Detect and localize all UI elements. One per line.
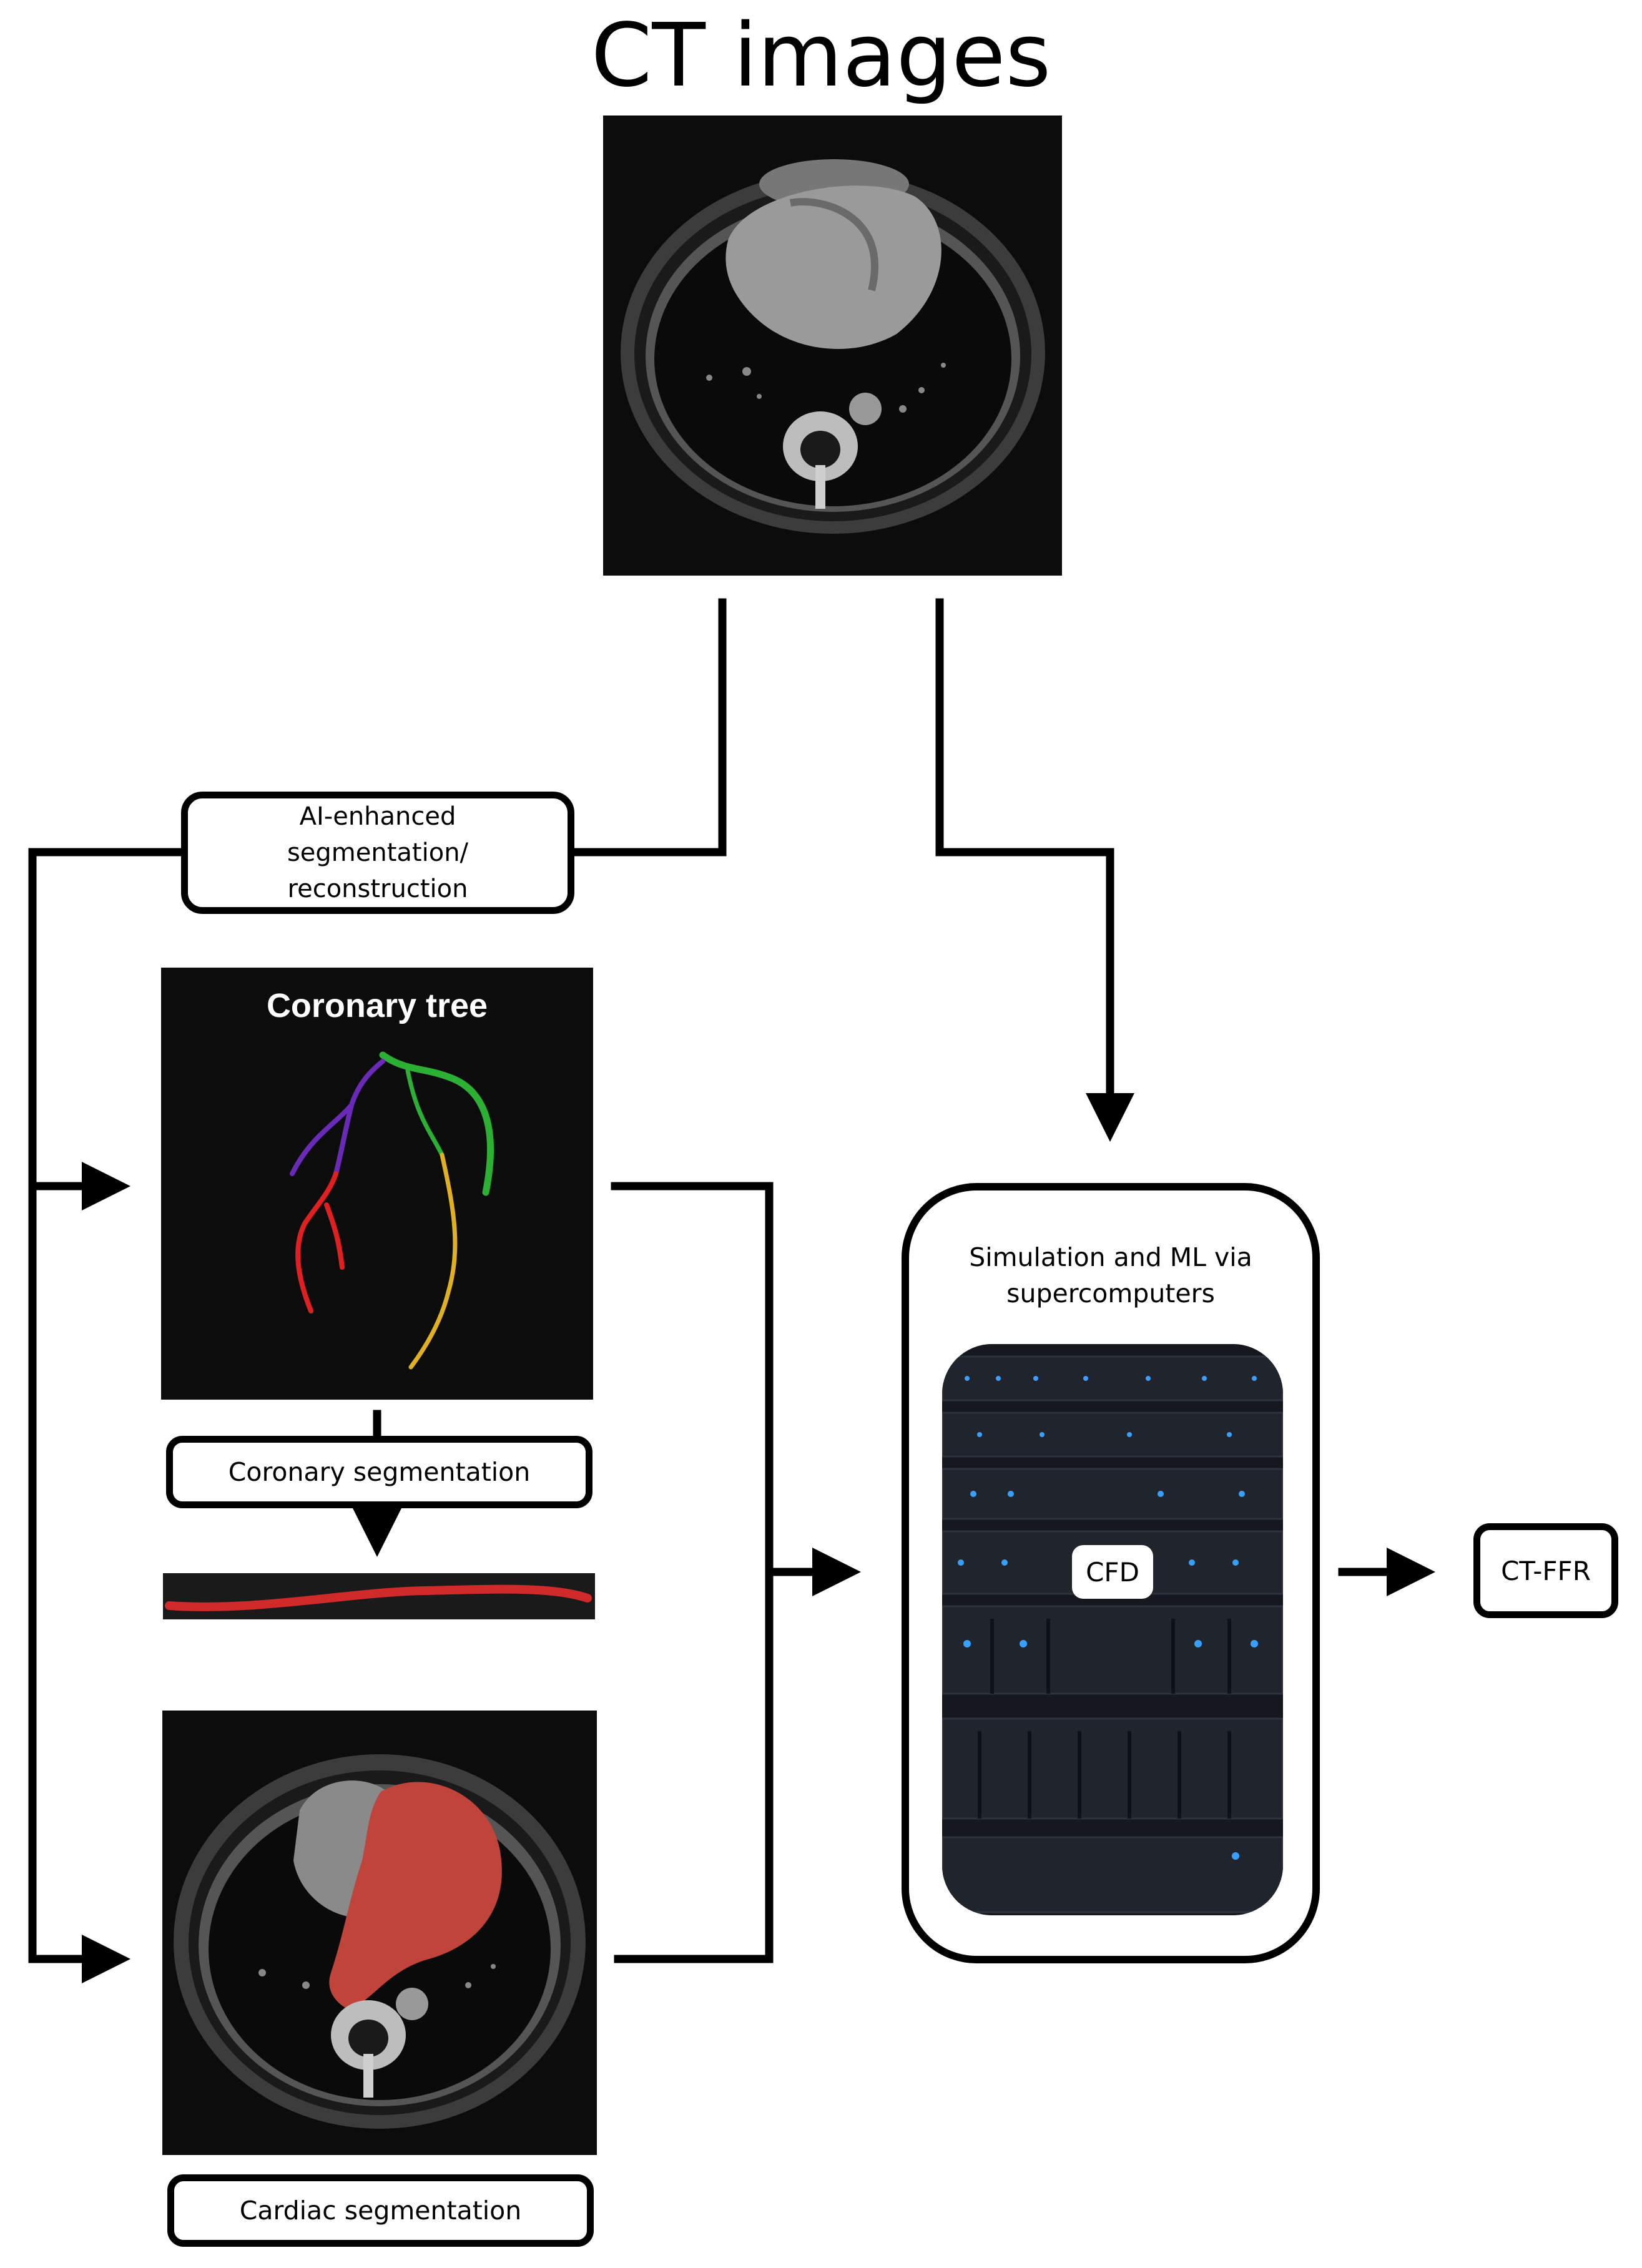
cfd-label: CFD [1072, 1545, 1153, 1599]
coronary-segmentation-box: Coronary segmentation [166, 1436, 592, 1508]
coronary-tree-panel: Coronary tree [161, 968, 593, 1400]
diagram-title: CT images [591, 5, 1051, 107]
ct-to-ai-connector [570, 598, 727, 857]
ct-to-simulation-arrow [935, 598, 1134, 1142]
cardiac-segmentation-box: Cardiac segmentation [167, 2174, 594, 2247]
server-rack-illustration [942, 1344, 1283, 1915]
simulation-label: Simulation and ML via supercomputers [969, 1242, 1252, 1308]
simulation-box: Simulation and ML via supercomputers [902, 1183, 1320, 1963]
straightened-vessel [163, 1573, 595, 1619]
cardiac-scan-illustration [162, 1711, 597, 2155]
ct-scan-illustration [603, 115, 1062, 576]
coronary-vessels [290, 1051, 494, 1370]
coronary-tree-title: Coronary tree [266, 987, 488, 1024]
vessel-green [379, 1051, 494, 1196]
vessel-purple [290, 1059, 385, 1176]
cardiac-image [162, 1711, 597, 2155]
ct-image [603, 115, 1062, 576]
vessel-strip-image [163, 1573, 595, 1619]
ai-left-bus [28, 848, 185, 1963]
supercomputer-image: CFD [942, 1344, 1283, 1915]
coronary-to-merge-connector [611, 1182, 774, 1963]
vessel-red [295, 1171, 345, 1313]
vessel-yellow [408, 1152, 458, 1370]
ct-ffr-output-box: CT-FFR [1473, 1523, 1618, 1618]
cardiac-overlay [329, 1782, 502, 2010]
ai-segmentation-box: AI-enhanced segmentation/ reconstruction [181, 792, 574, 914]
vessel-green-branch [405, 1068, 445, 1157]
